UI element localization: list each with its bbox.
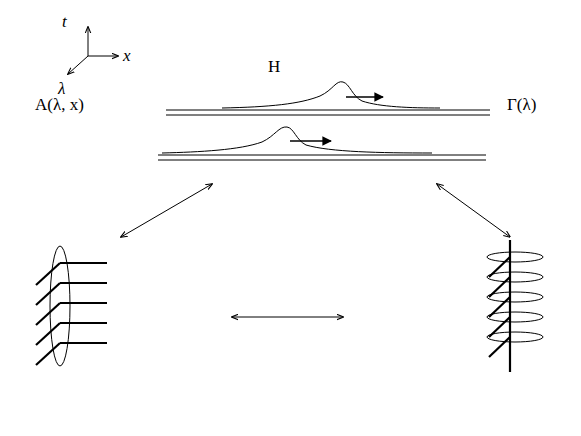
rung (60, 322, 107, 324)
math-label: λ (58, 80, 65, 97)
math-label: H (268, 58, 280, 75)
loop (487, 272, 543, 282)
rung (36, 303, 60, 325)
loop (487, 312, 543, 322)
lattice-figure-left (36, 246, 107, 366)
axes (68, 27, 118, 74)
rung (36, 343, 60, 365)
loop (487, 292, 543, 302)
lattice-figure-right (487, 240, 543, 372)
correspondence-arrows (121, 184, 510, 317)
rung (36, 283, 60, 305)
loop (487, 332, 543, 342)
rung (36, 263, 60, 285)
rung (36, 323, 60, 345)
rung (60, 262, 107, 264)
rung (60, 282, 107, 284)
math-label: x (123, 47, 131, 64)
wave-strip-lower (158, 127, 486, 160)
math-label: t (62, 13, 67, 30)
math-label: Γ(λ) (507, 96, 536, 113)
rung (60, 342, 107, 344)
rung (60, 302, 107, 304)
math-label: A(λ, x) (35, 96, 84, 113)
loop (487, 252, 543, 262)
wave-strip-upper (166, 82, 490, 115)
